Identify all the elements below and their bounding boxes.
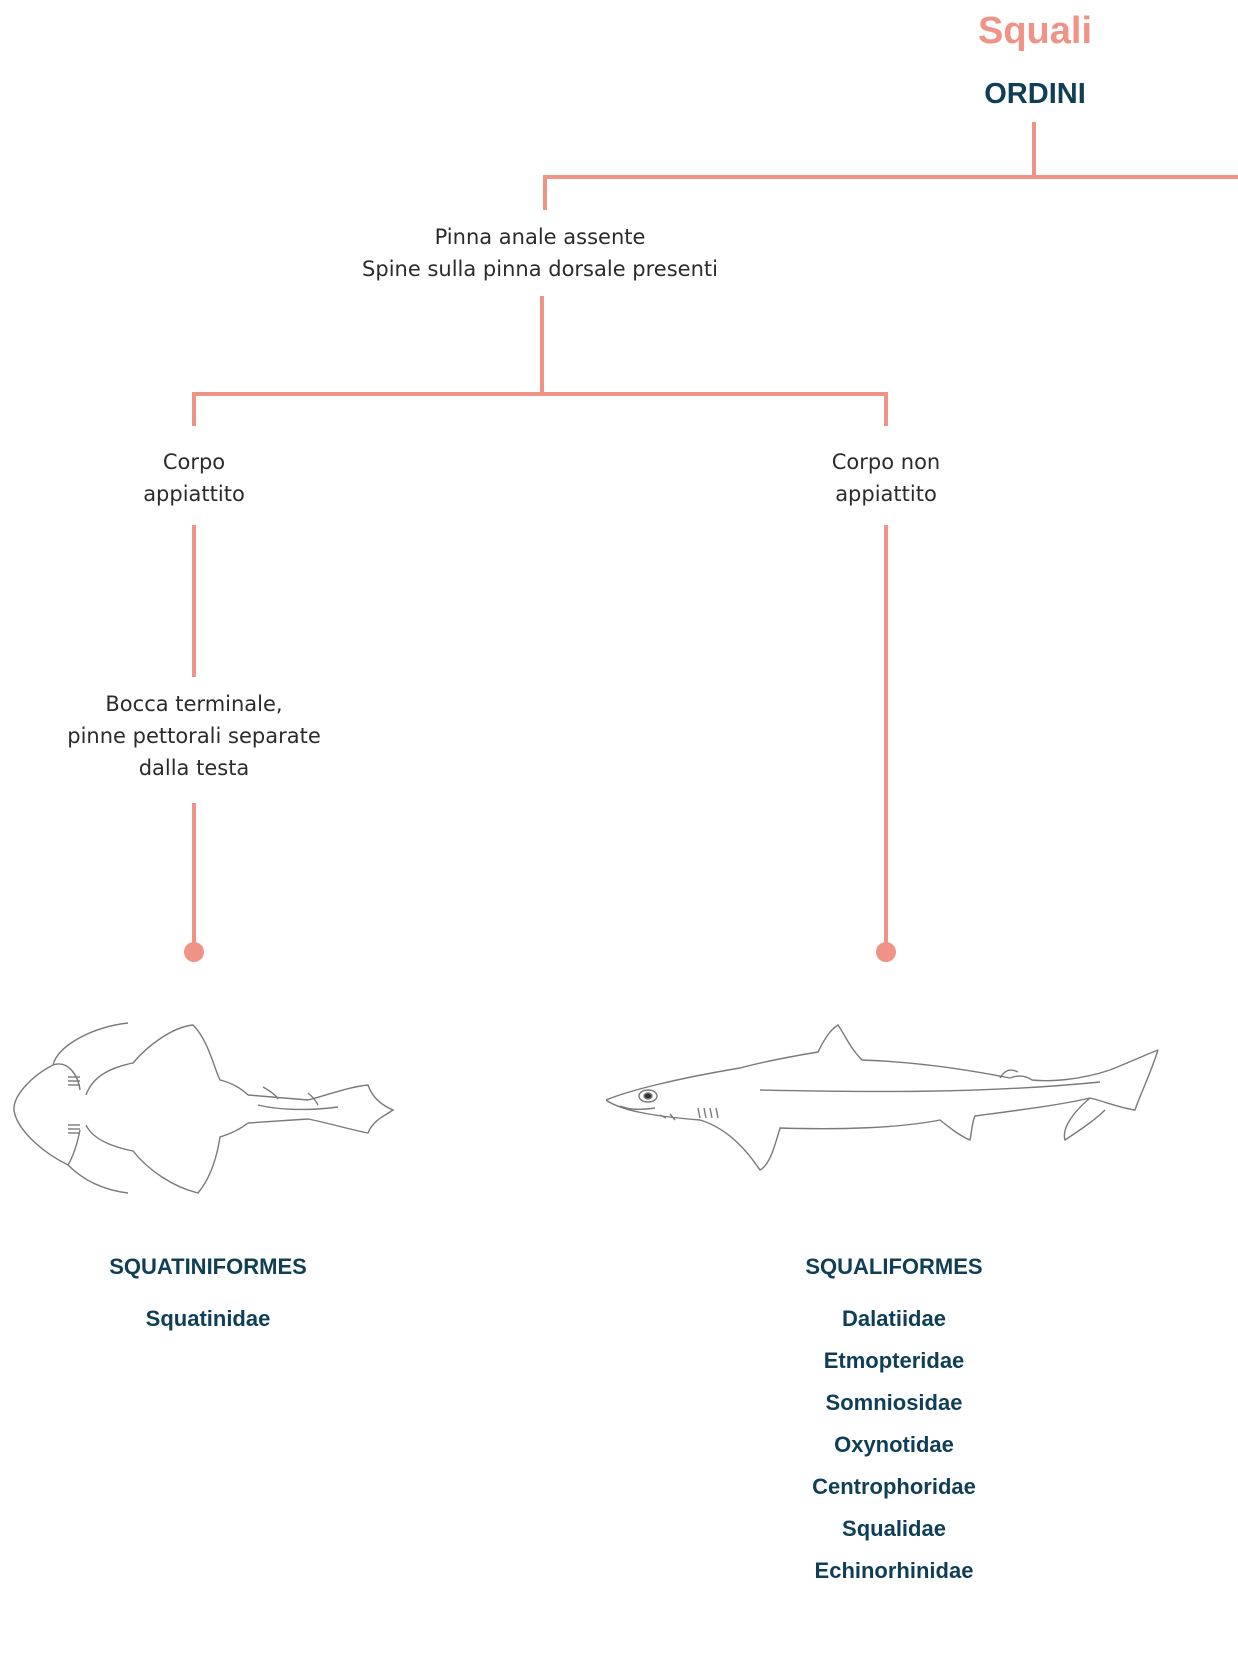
dogfish-shark-illustration <box>605 1024 1159 1171</box>
families-list-squatiniformes: Squatinidae <box>58 1298 358 1340</box>
root-condition-line-1: Pinna anale assente <box>434 225 646 249</box>
left-sub-condition: Bocca terminale, pinne pettorali separat… <box>44 688 344 784</box>
angel-shark-illustration <box>13 1022 395 1194</box>
page-title: Squali <box>977 10 1093 52</box>
left-condition-line-2: appiattito <box>143 482 245 506</box>
connector-left-down <box>192 525 196 677</box>
connector-right-down <box>884 525 888 948</box>
right-condition-line-2: appiattito <box>835 482 937 506</box>
family-item: Squalidae <box>842 1516 946 1541</box>
connector-to-root-condition <box>543 175 547 210</box>
terminal-dot-left <box>184 942 204 962</box>
family-item: Squatinidae <box>145 1306 271 1331</box>
connector-split-horizontal <box>192 392 888 396</box>
connector-left-branch <box>192 392 196 426</box>
connector-left-sub-down <box>192 803 196 948</box>
terminal-dot-right <box>876 942 896 962</box>
family-item: Etmopteridae <box>823 1348 965 1373</box>
family-item: Somniosidae <box>825 1390 963 1415</box>
left-sub-condition-line-1: Bocca terminale, <box>105 692 283 716</box>
root-condition: Pinna anale assente Spine sulla pinna do… <box>340 221 740 285</box>
left-sub-condition-line-3: dalla testa <box>138 756 250 780</box>
family-item: Dalatiidae <box>842 1306 946 1331</box>
family-item: Echinorhinidae <box>814 1558 974 1583</box>
order-name-squatiniformes: SQUATINIFORMES <box>109 1254 307 1279</box>
family-item: Oxynotidae <box>834 1432 954 1457</box>
left-condition-line-1: Corpo <box>162 450 226 474</box>
family-item: Centrophoridae <box>812 1474 976 1499</box>
left-condition: Corpo appiattito <box>94 446 294 510</box>
connector-right-branch <box>884 392 888 426</box>
connector-top-horizontal <box>543 175 1238 179</box>
connector-from-title <box>1032 122 1036 176</box>
families-list-squaliformes: Dalatiidae Etmopteridae Somniosidae Oxyn… <box>744 1298 1044 1592</box>
connector-root-down <box>540 296 544 394</box>
right-condition-line-1: Corpo non <box>831 450 941 474</box>
order-name-squaliformes: SQUALIFORMES <box>805 1254 983 1279</box>
right-condition: Corpo non appiattito <box>786 446 986 510</box>
root-condition-line-2: Spine sulla pinna dorsale presenti <box>362 257 718 281</box>
section-subtitle: ORDINI <box>984 78 1086 110</box>
left-sub-condition-line-2: pinne pettorali separate <box>67 724 321 748</box>
